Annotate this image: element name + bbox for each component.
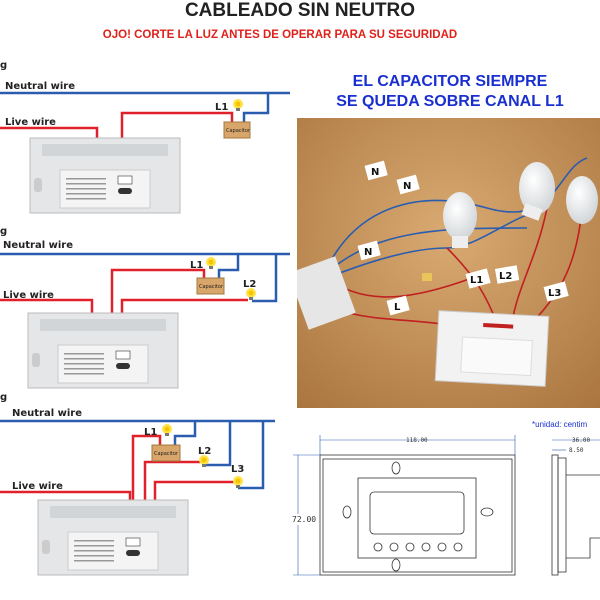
svg-text:N: N: [371, 167, 379, 178]
wiring-diagram-1gang: g Neutral wire Live wire L1 Capacitor: [0, 60, 290, 214]
gang-label: g: [0, 392, 7, 403]
neutral-wire: [0, 91, 290, 122]
unit-note: *unidad: centim: [532, 420, 588, 429]
svg-text:L1: L1: [470, 275, 483, 286]
live-wire: [0, 434, 234, 512]
load-label-l2: L2: [243, 279, 256, 290]
dimension-drawing: 118.00 72.00 36.00 8.50: [291, 435, 600, 576]
wiring-photo: N N N L1 L2 L3 L: [297, 118, 600, 408]
lightbulb-icon: [519, 162, 555, 214]
switch-back-panel: [27, 312, 179, 389]
lightbulb-icon: [233, 476, 243, 488]
page-title: CABLEADO SIN NEUTRO: [184, 0, 416, 21]
load-label-l1: L1: [215, 102, 228, 113]
load-label-l3: L3: [231, 464, 244, 475]
wiring-diagram-3gang: g Neutral wire Live wire L1 Capacitor L2…: [0, 392, 275, 576]
capacitor: [151, 444, 181, 462]
capacitor-note-line-2: SE QUEDA SOBRE CANAL L1: [336, 93, 564, 110]
dimension-lines: [293, 435, 600, 576]
wire-tag-l: L: [386, 295, 410, 316]
plate-dimension: 8.50: [569, 447, 584, 454]
wiring-diagrams: g Neutral wire Live wire L1 Capacitor g …: [0, 60, 290, 576]
svg-text:L2: L2: [499, 271, 512, 282]
wire-tag-n: N: [396, 174, 420, 195]
capacitor-label: Capacitor: [154, 451, 179, 457]
capacitor-note-line-1: EL CAPACITOR SIEMPRE: [352, 73, 548, 90]
wire-tag-l1: L1: [465, 268, 491, 289]
lightbulb-icon: [566, 176, 598, 224]
svg-text:L3: L3: [548, 288, 561, 299]
neutral-wire-label: Neutral wire: [12, 408, 82, 419]
lightbulb-icon: [233, 99, 243, 111]
lightbulb-icon: [162, 424, 172, 436]
front-view: [319, 454, 516, 576]
switch-back-panel: [29, 137, 181, 214]
smart-switch: [434, 310, 550, 387]
svg-text:N: N: [403, 181, 411, 192]
svg-text:N: N: [364, 247, 372, 258]
safety-warning: OJO! CORTE LA LUZ ANTES DE OPERAR PARA S…: [102, 29, 458, 41]
load-label-l1: L1: [190, 260, 203, 271]
wire-tag-n: N: [357, 240, 381, 261]
width-dimension: 118.00: [406, 437, 428, 444]
neutral-wire-label: Neutral wire: [3, 240, 73, 251]
load-label-l2: L2: [198, 446, 211, 457]
capacitor-label: Capacitor: [199, 284, 224, 290]
lightbulbs: [443, 162, 598, 248]
live-wire-label: Live wire: [5, 117, 56, 128]
side-view: [551, 454, 600, 576]
capacitor-note: EL CAPACITOR SIEMPRE SE QUEDA SOBRE CANA…: [300, 72, 600, 112]
gang-label: g: [0, 60, 7, 71]
neutral-wire: [0, 419, 275, 490]
neutral-wire: [0, 252, 290, 303]
gang-label: g: [0, 226, 7, 237]
load-label-l1: L1: [144, 427, 157, 438]
svg-text:L: L: [394, 302, 401, 313]
lightbulb-icon: [246, 288, 256, 300]
capacitor: [422, 273, 432, 281]
capacitor: [196, 277, 225, 295]
power-strip: [297, 256, 356, 330]
wiring-diagram-2gang: g Neutral wire Live wire L1 Capacitor L2: [0, 226, 290, 389]
height-dimension-backdrop: [291, 514, 318, 525]
lightbulb-icon: [206, 257, 216, 269]
wire-tags: N N N L1 L2 L3 L: [357, 160, 569, 316]
capacitor-label: Capacitor: [226, 128, 251, 134]
wire-tag-n: N: [364, 160, 388, 181]
live-wire-label: Live wire: [12, 481, 63, 492]
switch-back-panel: [37, 499, 189, 576]
height-dimension: 72.00: [292, 515, 316, 524]
wire-tag-l3: L3: [543, 281, 569, 302]
live-wire-label: Live wire: [3, 290, 54, 301]
neutral-wire-label: Neutral wire: [5, 81, 75, 92]
lightbulb-icon: [443, 192, 477, 240]
capacitor: [223, 121, 251, 139]
wire-tag-l2: L2: [494, 265, 520, 284]
depth-dimension: 36.00: [572, 437, 590, 444]
